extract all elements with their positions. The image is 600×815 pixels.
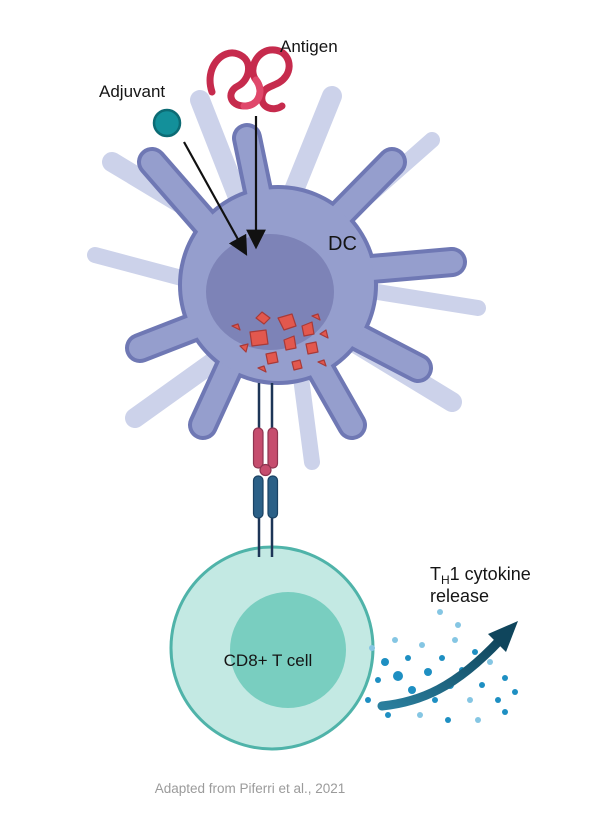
adjuvant-uptake-arrow: [183, 141, 248, 256]
cytokine-release-label: TH1 cytokine: [430, 564, 531, 587]
uptake-arrows: [183, 116, 266, 256]
t-cell: [169, 545, 375, 751]
caption: Adapted from Piferri et al., 2021: [155, 781, 346, 796]
antigen-fragments: [231, 311, 329, 373]
mhc-molecule: [252, 427, 279, 477]
cytokine-release-label-line2: release: [430, 586, 489, 606]
synapse-receptor-complex: [252, 383, 279, 557]
cytokine-arrowhead: [488, 621, 518, 652]
antigen-squiggle-icon: [206, 46, 293, 113]
dendritic-cell: [87, 86, 486, 470]
t-cell-nucleus: [230, 592, 346, 708]
receptor-stalk-lines: [257, 383, 274, 557]
adjuvant-label: Adjuvant: [99, 82, 165, 101]
dc-label: DC: [328, 233, 357, 255]
dc-nucleus: [206, 234, 334, 350]
cytokine-dots-light: [369, 609, 493, 723]
tcr-molecule: [252, 475, 279, 519]
cd8-t-cell-label: CD8+ T cell: [224, 651, 313, 670]
cytokine-release-arrow: [377, 621, 518, 711]
adjuvant-dot: [152, 108, 182, 138]
cytokine-subscript: H: [441, 573, 450, 587]
antigen-label: Antigen: [280, 37, 338, 56]
